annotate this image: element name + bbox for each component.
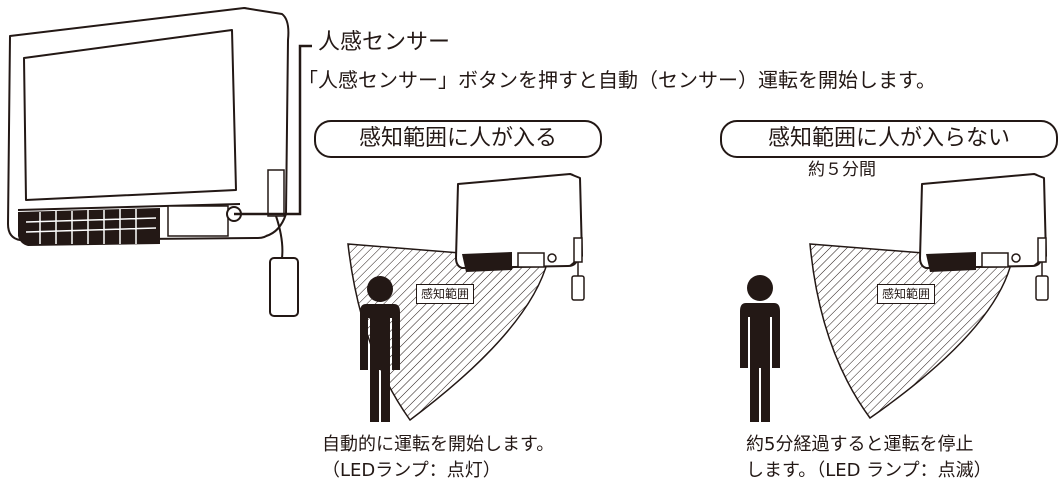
sensor-title: 人感センサー	[318, 30, 451, 55]
caption-in-line1: 自動的に運転を開始します。	[322, 434, 555, 455]
zone-label-in: 感知範囲	[416, 284, 475, 304]
heater-small-side-box-out	[1037, 237, 1047, 263]
sensor-description: 「人感センサー」ボタンを押すと自動（センサー）運転を開始します。	[298, 68, 936, 92]
heater-large-cord	[275, 215, 284, 259]
remote-control-icon	[269, 257, 299, 317]
timer-label: 約５分間	[808, 160, 876, 180]
badge-person-not-in-range: 感知範囲に人が入らない	[720, 120, 1058, 158]
remote-control-icon-out	[1035, 275, 1049, 301]
heater-small-side-box-in	[573, 237, 583, 263]
heater-small-grille-in	[462, 252, 512, 272]
caption-in-line2: （LEDランプ：点灯）	[322, 460, 501, 481]
caption-in: 自動的に運転を開始します。 （LEDランプ：点灯）	[322, 432, 554, 484]
sensor-icon-out	[1011, 253, 1021, 263]
detection-area-out	[809, 243, 1013, 420]
badge-person-in-range: 感知範囲に人が入る	[314, 120, 602, 158]
heater-small-grille-out	[926, 252, 976, 272]
caption-out: 約5分経過すると運転を停止 します。（LED ランプ：点滅）	[746, 432, 992, 484]
heater-large-grille	[18, 208, 160, 246]
heater-small-display-out	[981, 252, 1009, 268]
heater-unit-large	[7, 7, 290, 241]
caption-out-line1: 約5分経過すると運転を停止	[746, 434, 974, 455]
heater-unit-small-out	[919, 173, 1047, 269]
remote-control-icon-in	[571, 275, 585, 301]
heater-large-side-box	[267, 169, 285, 217]
person-icon-out	[740, 275, 780, 422]
sensor-icon-in	[547, 253, 557, 263]
person-icon-in	[360, 276, 400, 422]
caption-out-line2: します。（LED ランプ：点滅）	[746, 460, 992, 481]
heater-small-display-in	[517, 252, 545, 268]
zone-label-out: 感知範囲	[877, 284, 936, 304]
leader-line	[234, 44, 312, 216]
heater-large-display	[167, 205, 229, 237]
